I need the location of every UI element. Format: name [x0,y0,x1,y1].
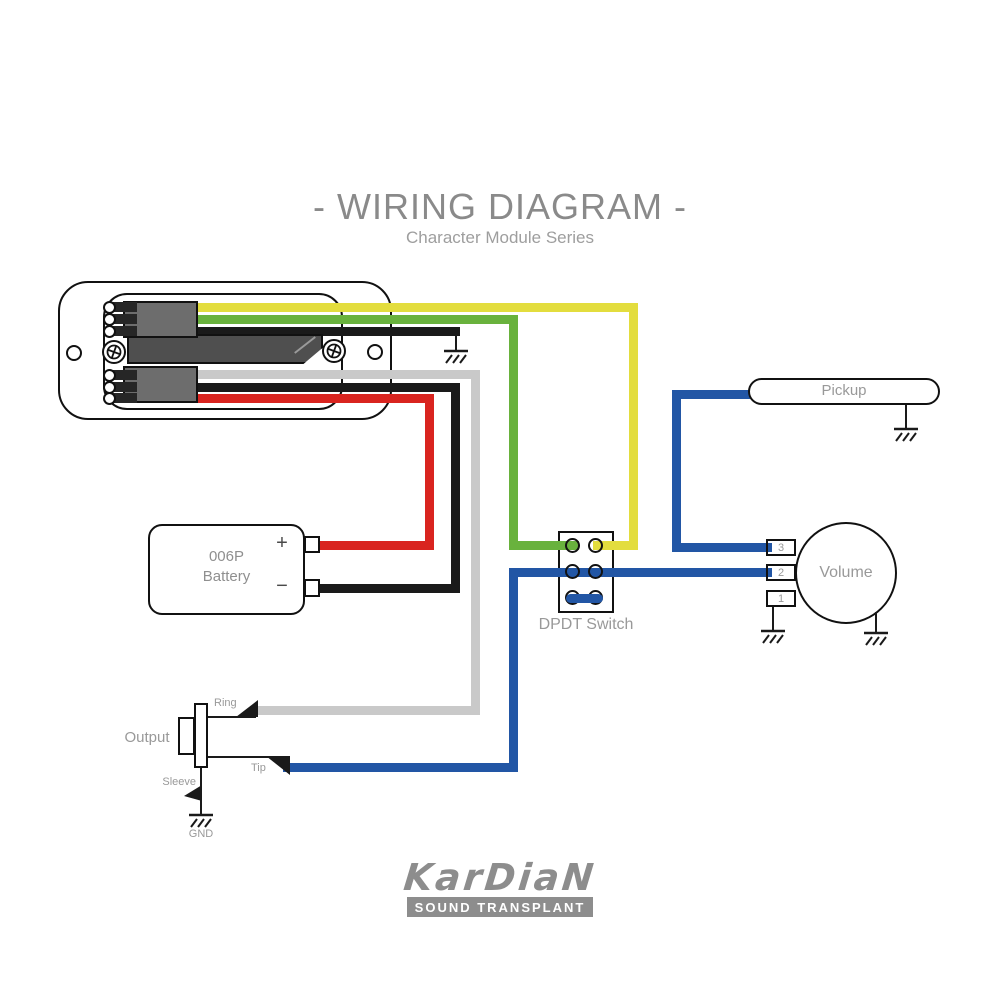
white-wire [197,370,480,379]
mounting-hole-icon [367,344,383,360]
green-wire [509,315,518,550]
blue-wire [509,568,518,772]
tip-label: Tip [251,762,266,774]
brand-tagline: SOUND TRANSPLANT [406,897,594,917]
terminal-number: 3 [777,542,785,554]
brand-tagline-wrap: SOUND TRANSPLANT [350,897,650,917]
battery-terminal-negative [304,579,320,597]
white-wire [255,706,471,715]
black-wire [320,584,451,593]
black-wire [197,327,460,336]
gnd-label: GND [188,828,214,840]
red-wire [425,394,434,550]
dpdt-pin [565,538,580,553]
ring-lead [208,716,256,718]
battery-terminal-positive [304,536,320,553]
white-wire [471,370,480,715]
pin-icon [111,326,137,336]
pin-icon [111,393,137,403]
volume-terminal-3: 3 [766,539,796,556]
yellow-wire [593,541,629,550]
terminal-number: 2 [777,567,785,579]
mounting-hole-icon [66,345,82,361]
battery-minus-sign: − [276,575,288,597]
tip-lead [208,756,290,758]
red-wire [197,394,434,403]
sleeve-arrow-icon [184,785,202,801]
ground-icon [444,349,468,364]
screw-icon [322,339,346,363]
volume-label: Volume [819,564,873,581]
pin-socket-icon [103,368,116,382]
green-wire [518,541,579,550]
ground-lead [455,336,457,351]
ring-arrow-icon [236,700,258,717]
screw-icon [102,340,126,364]
dpdt-pin [588,564,603,579]
dpdt-pin [588,538,603,553]
ground-lead [772,606,774,631]
yellow-wire [197,303,638,312]
black-wire [197,383,460,392]
sleeve-label: Sleeve [162,776,196,788]
ground-lead [875,612,877,633]
volume-pot [795,522,897,624]
blue-wire [681,543,772,552]
pin-socket-icon [103,312,116,326]
ground-lead [905,404,907,429]
pin-icon [111,382,137,392]
battery-label-line2: Battery [202,568,251,585]
brand-logo: KarDiaN [401,856,599,899]
blue-wire [672,390,750,399]
output-label: Output [124,729,170,746]
pin-icon [111,370,137,380]
output-jack-body [194,703,208,768]
battery-plus-sign: + [276,532,288,554]
pin-socket-icon [103,300,116,314]
blue-wire [672,390,681,552]
green-wire [197,315,518,324]
pin-socket-icon [103,324,116,338]
red-wire [320,541,425,550]
page-title: - WIRING DIAGRAM - [313,186,687,227]
blue-wire [509,568,772,577]
ground-icon [894,427,918,442]
dpdt-switch-label: DPDT Switch [538,616,634,633]
ring-label: Ring [214,697,237,709]
pin-icon [111,314,137,324]
dpdt-jumper-wire [566,594,603,603]
pin-icon [111,302,137,312]
ground-icon [189,813,213,828]
yellow-wire [629,303,638,550]
tip-arrow-icon [266,756,290,775]
battery-box [148,524,305,615]
pickup-label: Pickup [821,382,867,399]
blue-wire [283,763,518,772]
black-wire [451,383,460,593]
terminal-number: 1 [777,593,785,605]
output-jack-base [178,717,195,755]
pin-socket-icon [103,391,116,405]
pickup-box [748,378,940,405]
dpdt-pin [565,564,580,579]
module-pcb [127,334,323,364]
volume-terminal-1: 1 [766,590,796,607]
ground-icon [864,631,888,646]
ground-icon [761,629,785,644]
battery-label-line1: 006P [208,548,245,565]
volume-terminal-2: 2 [766,564,796,581]
page-subtitle: Character Module Series [405,228,595,247]
